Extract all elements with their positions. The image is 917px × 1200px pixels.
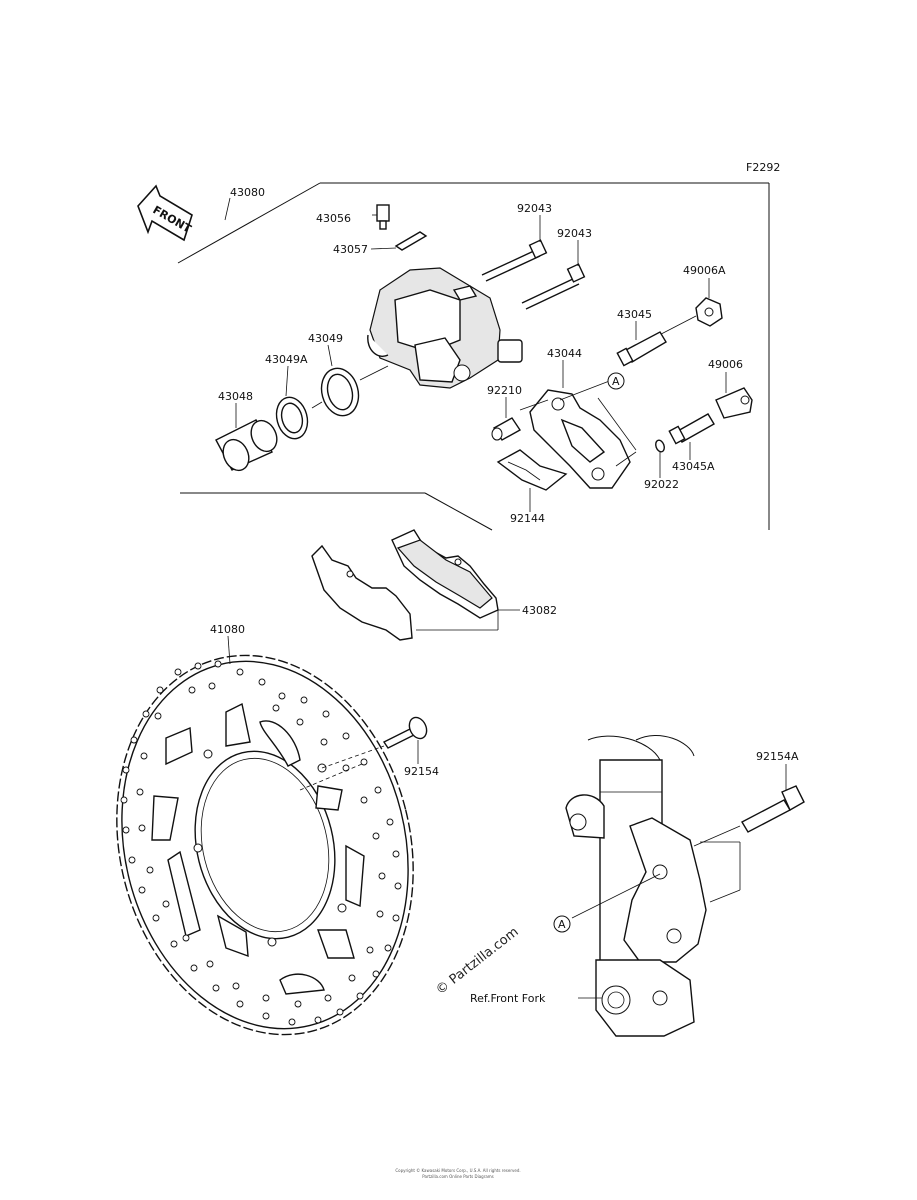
bleeder-cap-part — [394, 231, 428, 251]
reference-label: Ref.Front Fork — [470, 992, 546, 1005]
label-43057: 43057 — [333, 243, 368, 256]
callout-a-circle-1 — [607, 372, 625, 390]
caliper-bolt-part — [741, 785, 805, 833]
front-arrow-icon: FRONT — [137, 184, 194, 242]
callout-a-label-2: A — [558, 918, 566, 931]
dust-seal-part — [275, 396, 309, 440]
label-92154: 92154 — [404, 765, 439, 778]
label-43082: 43082 — [522, 604, 557, 617]
caliper-assembly-frame — [177, 182, 770, 531]
label-43045: 43045 — [617, 308, 652, 321]
watermark: © Partzilla.com — [433, 925, 521, 999]
slide-pin-part — [481, 239, 548, 282]
brake-disc-part — [116, 654, 414, 1036]
callout-a-circle-2 — [553, 915, 571, 933]
pad-spring-part — [496, 449, 568, 491]
boot-part-2 — [715, 387, 753, 419]
label-49006: 49006 — [708, 358, 743, 371]
label-92022: 92022 — [644, 478, 679, 491]
label-43049: 43049 — [308, 332, 343, 345]
caliper-bracket-part — [529, 389, 631, 489]
disc-bolt-holes — [193, 749, 347, 947]
label-92043-a: 92043 — [517, 202, 552, 215]
footer-line-1: Copyright © Kawasaki Motors Corp., U.S.A… — [395, 1168, 520, 1173]
caliper-body-part — [367, 267, 523, 389]
snap-ring-part — [655, 439, 665, 453]
sleeve-part — [491, 417, 522, 441]
label-43056: 43056 — [316, 212, 351, 225]
piston-part — [215, 419, 278, 472]
disc-holes — [120, 660, 402, 1026]
label-43080: 43080 — [230, 186, 265, 199]
label-92144: 92144 — [510, 512, 545, 525]
label-41080: 41080 — [210, 623, 245, 636]
label-49006a: 49006A — [683, 264, 726, 277]
label-43048: 43048 — [218, 390, 253, 403]
bleeder-valve-part — [372, 204, 390, 230]
brake-pad-part — [311, 529, 499, 641]
pin-part-2 — [668, 413, 715, 445]
label-92210: 92210 — [487, 384, 522, 397]
label-43044: 43044 — [547, 347, 582, 360]
label-43049a: 43049A — [265, 353, 308, 366]
label-92043-b: 92043 — [557, 227, 592, 240]
diagram-code: F2292 — [746, 161, 780, 174]
label-43045a: 43045A — [672, 460, 715, 473]
piston-seal-part — [320, 367, 360, 417]
slide-pin-part-2 — [521, 263, 586, 310]
pin-part — [616, 331, 667, 367]
front-fork-part — [565, 735, 707, 1037]
footer-line-2: Partzilla.com Online Parts Diagrams — [422, 1174, 494, 1179]
callout-a-label-1: A — [612, 375, 620, 388]
boot-part — [695, 297, 723, 327]
label-92154a: 92154A — [756, 750, 799, 763]
disc-bolt-part — [382, 716, 428, 749]
